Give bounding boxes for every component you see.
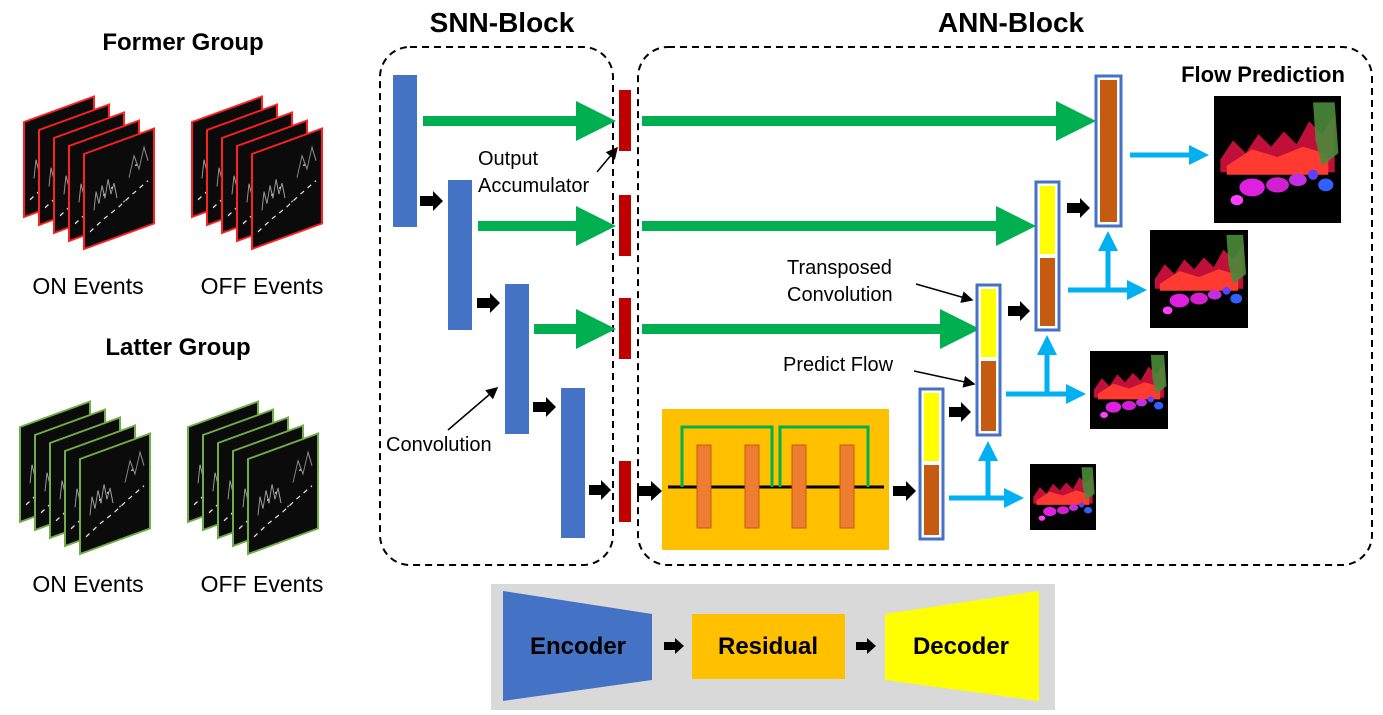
decoder-stage-4 xyxy=(1094,74,1123,228)
encoder-step-arrow xyxy=(533,397,556,417)
output-accumulator-pointer xyxy=(596,146,618,173)
encoder-step-arrow xyxy=(420,191,443,211)
former-on-events-label: ON Events xyxy=(32,273,143,299)
legend-encoder-label: Encoder xyxy=(530,633,626,660)
residual-layer xyxy=(696,444,712,529)
decoder-step-arrow xyxy=(1008,301,1030,321)
transposed-convolution-label-line1: Transposed xyxy=(787,257,892,279)
latter-group-title: Latter Group xyxy=(105,334,250,361)
decoder-stage-3 xyxy=(1034,180,1061,332)
encoder-step-arrow xyxy=(589,480,611,500)
decoder-step-arrow xyxy=(949,402,971,422)
latter-on-events-label: ON Events xyxy=(32,571,143,597)
residual-output-arrow xyxy=(893,481,916,501)
transposed-convolution-pointer xyxy=(915,283,974,303)
predict-flow-label: Predict Flow xyxy=(783,354,894,376)
output-accumulator-2 xyxy=(619,195,631,256)
residual-layer xyxy=(744,444,760,529)
convolution-pointer xyxy=(447,387,499,431)
former-on-event-stack xyxy=(23,95,155,251)
ann-block-title: ANN-Block xyxy=(938,7,1085,38)
snn-block-title: SNN-Block xyxy=(430,7,575,38)
legend-decoder-label: Decoder xyxy=(913,633,1009,660)
legend-decoder-shape xyxy=(885,591,1039,701)
residual-layer xyxy=(791,444,807,529)
residual-layer xyxy=(839,444,855,529)
decoder-stage-1 xyxy=(918,387,945,541)
flow-image-scale-2 xyxy=(1090,351,1168,429)
encoder-layer-2 xyxy=(448,180,472,330)
legend-arrow xyxy=(664,638,684,654)
flow-prediction-label: Flow Prediction xyxy=(1181,62,1345,87)
encoder-layer-4 xyxy=(561,388,585,538)
flow-image-scale-1 xyxy=(1030,464,1096,530)
predict-flow-pointer xyxy=(913,370,976,388)
output-accumulator-3 xyxy=(619,298,631,359)
former-off-events-label: OFF Events xyxy=(201,273,324,299)
decoder-step-arrow xyxy=(1067,198,1090,218)
decoder-stage-2 xyxy=(975,283,1002,437)
flow-image-scale-3 xyxy=(1150,230,1248,328)
latter-off-events-label: OFF Events xyxy=(201,571,324,597)
legend-encoder-shape xyxy=(503,591,652,701)
transposed-convolution-label-line2: Convolution xyxy=(787,284,893,306)
snn-block-container xyxy=(379,46,614,566)
encoder-layer-1 xyxy=(393,75,417,227)
legend-arrow xyxy=(856,638,876,654)
latter-off-event-stack xyxy=(187,400,319,556)
encoder-layer-3 xyxy=(505,284,529,434)
latter-on-event-stack xyxy=(19,400,151,556)
output-accumulator-label-line1: Output xyxy=(478,148,538,170)
legend-residual-shape xyxy=(692,614,845,679)
residual-block xyxy=(662,409,889,550)
encoder-step-arrow xyxy=(477,293,500,313)
output-accumulator-4 xyxy=(619,461,631,522)
residual-input-arrow xyxy=(637,481,662,501)
legend-residual-label: Residual xyxy=(718,633,818,660)
convolution-label: Convolution xyxy=(386,434,492,456)
legend-panel: Encoder Residual Decoder xyxy=(491,584,1055,710)
former-group-title: Former Group xyxy=(102,29,263,56)
flow-image-scale-4 xyxy=(1214,96,1341,223)
ann-block-container xyxy=(637,46,1373,566)
output-accumulator-label-line2: Accumulator xyxy=(478,175,589,197)
output-accumulator-1 xyxy=(619,90,631,151)
former-off-event-stack xyxy=(191,95,323,251)
